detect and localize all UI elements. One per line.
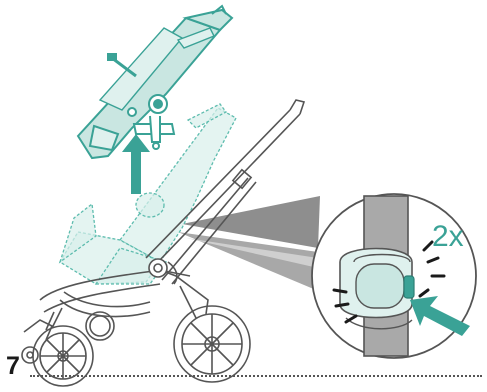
press-count-label: 2x (432, 222, 464, 252)
release-button-icon (404, 276, 414, 298)
lift-arrow-icon (122, 134, 150, 194)
step-number: 7 (6, 354, 20, 379)
zoom-wedge (178, 196, 320, 290)
step-divider (30, 375, 482, 377)
zoom-circle (312, 194, 476, 358)
rear-wheel-icon (86, 306, 250, 382)
